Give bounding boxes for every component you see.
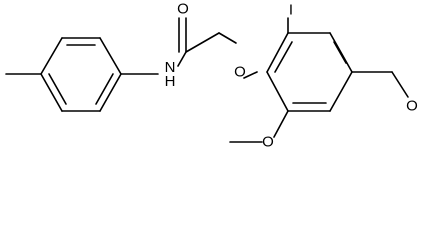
bond-o-ring2 [243, 71, 258, 79]
bond-cho-o [391, 71, 409, 98]
bond-n-carbonyl [177, 51, 187, 67]
bond-ring2-c [329, 71, 353, 112]
atom-ether-oxygen: O [234, 64, 246, 81]
bond-ring1-inner-c [48, 73, 67, 105]
atom-aldehyde-oxygen: O [406, 98, 418, 115]
bond-ring1-b [99, 37, 122, 75]
tolyl-ring [5, 37, 122, 112]
bond-ring2-e [266, 71, 289, 112]
bond-ring2-methoxy-o [273, 110, 289, 138]
amide-linker [120, 17, 258, 79]
bond-ring1-e [40, 73, 63, 112]
bond-carbonyl-ch2 [185, 32, 220, 53]
aryl-ring [229, 17, 409, 143]
bond-ring2-f [266, 32, 289, 73]
bond-ring2-inner-c [274, 41, 293, 73]
bond-ring1-c [99, 73, 122, 112]
bond-ring2-inner-a [333, 41, 347, 64]
atom-methoxy-oxygen: O [262, 134, 274, 151]
atom-carbonyl-oxygen: O [177, 1, 189, 18]
bond-ring1-inner-b [95, 73, 114, 105]
bond-ch2-o [218, 32, 237, 44]
bond-ring1-f [40, 37, 63, 75]
atom-iodine: I [289, 2, 293, 19]
bond-ring2-b [329, 32, 353, 73]
